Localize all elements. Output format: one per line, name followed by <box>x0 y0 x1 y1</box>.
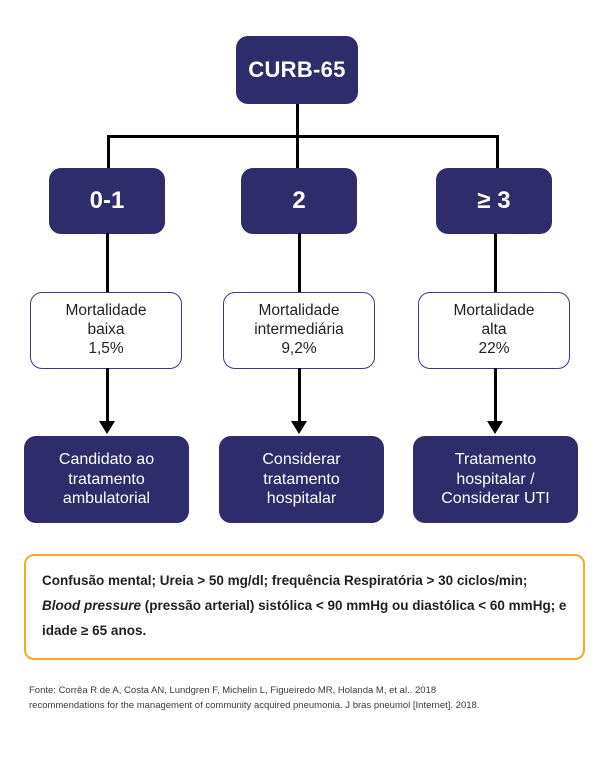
source-line-1: Fonte: Corrêa R de A, Costa AN, Lundgren… <box>29 685 437 696</box>
treatment-hospital-icu-line-2: hospitalar / <box>456 470 535 488</box>
connector-leg-center <box>296 135 299 169</box>
mortality-node-low: Mortalidade baixa 1,5% <box>30 292 182 369</box>
criteria-text-part-1: Confusão mental; Ureia > 50 mg/dl; frequ… <box>42 573 528 588</box>
connector-root-trunk <box>296 104 299 137</box>
connector-leg-left <box>107 135 110 169</box>
mortality-low-value: 1,5% <box>88 339 124 357</box>
treatment-node-outpatient: Candidato ao tratamento ambulatorial <box>24 436 189 523</box>
treatment-outpatient-line-2: tratamento <box>68 470 145 488</box>
connector-score-to-mortality-right <box>494 233 497 293</box>
mortality-intermediate-value: 9,2% <box>281 339 317 357</box>
root-node-curb65: CURB-65 <box>236 36 358 104</box>
connector-leg-right <box>496 135 499 169</box>
arrow-head-right <box>487 421 503 434</box>
source-citation: Fonte: Corrêa R de A, Costa AN, Lundgren… <box>29 684 581 713</box>
mortality-intermediate-line-2: intermediária <box>254 321 344 339</box>
connector-mortality-to-treatment-left <box>106 368 109 424</box>
mortality-node-intermediate: Mortalidade intermediária 9,2% <box>223 292 375 369</box>
mortality-low-line-2: baixa <box>87 321 125 339</box>
score-node-3-or-more: ≥ 3 <box>436 168 552 234</box>
source-line-2: recommendations for the management of co… <box>29 699 480 711</box>
treatment-hospital-icu-line-3: Considerar UTI <box>441 490 550 508</box>
score-node-0-1: 0-1 <box>49 168 165 234</box>
mortality-node-high: Mortalidade alta 22% <box>418 292 570 369</box>
connector-score-to-mortality-left <box>106 233 109 293</box>
connector-mortality-to-treatment-right <box>494 368 497 424</box>
curb65-flowchart: CURB-65 0-1 2 ≥ 3 Mortalidade baixa 1,5%… <box>24 36 578 523</box>
mortality-high-line-1: Mortalidade <box>453 302 535 320</box>
connector-horizontal-bus <box>107 135 499 138</box>
treatment-outpatient-line-1: Candidato ao <box>58 451 155 469</box>
treatment-hospital-icu-line-1: Tratamento <box>454 451 537 469</box>
treatment-consider-hospital-line-1: Considerar <box>262 451 341 469</box>
criteria-text-emphasis: Blood pressure <box>42 597 142 613</box>
score-node-2: 2 <box>241 168 357 234</box>
arrow-head-left <box>99 421 115 434</box>
treatment-consider-hospital-line-2: tratamento <box>263 470 340 488</box>
mortality-low-line-1: Mortalidade <box>65 302 147 320</box>
treatment-node-consider-hospital: Considerar tratamento hospitalar <box>219 436 384 523</box>
mortality-high-value: 22% <box>478 339 510 357</box>
mortality-high-line-2: alta <box>481 321 507 339</box>
treatment-consider-hospital-line-3: hospitalar <box>266 490 337 508</box>
treatment-outpatient-line-3: ambulatorial <box>62 490 151 508</box>
treatment-node-hospital-icu: Tratamento hospitalar / Considerar UTI <box>413 436 578 523</box>
criteria-callout-box: Confusão mental; Ureia > 50 mg/dl; frequ… <box>24 554 585 660</box>
arrow-head-center <box>291 421 307 434</box>
connector-score-to-mortality-center <box>298 233 301 293</box>
criteria-text-part-2: (pressão arterial) sistólica < 90 mmHg o… <box>42 597 567 638</box>
connector-mortality-to-treatment-center <box>298 368 301 424</box>
mortality-intermediate-line-1: Mortalidade <box>258 302 340 320</box>
